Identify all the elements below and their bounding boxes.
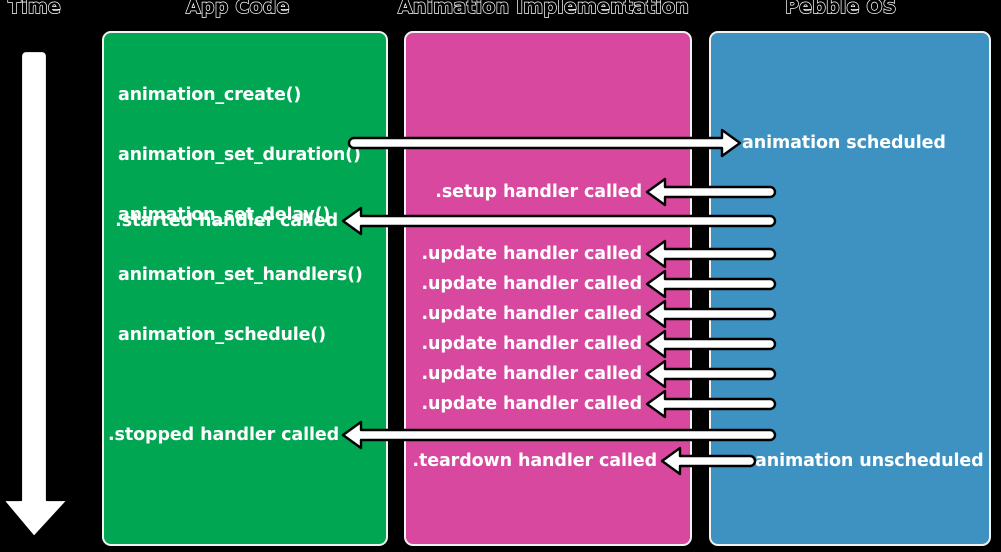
impl-callback-teardown: .teardown handler called [412,451,657,471]
api-call-animation-create: animation_create() [118,85,302,105]
column-heading-animation-implementation: Animation Implementation [397,0,690,19]
os-event-animation-scheduled: animation scheduled [742,133,946,153]
api-call-animation-schedule: animation_schedule() [118,325,326,345]
column-heading-time: Time [7,0,61,19]
impl-callback-update-1: .update handler called [421,244,642,264]
arrow-os-to-setup-handler [645,177,777,207]
impl-callback-update-2: .update handler called [421,274,642,294]
os-event-animation-unscheduled: animation unscheduled [755,451,984,471]
lane-animation-implementation [404,31,692,546]
app-code-callback-started: .started handler called [115,211,338,231]
impl-callback-update-3: .update handler called [421,304,642,324]
impl-callback-update-4: .update handler called [421,334,642,354]
arrow-os-to-stopped-handler [341,420,777,450]
arrow-os-to-update-handler-5 [645,359,777,389]
arrow-os-to-update-handler-1 [645,239,777,269]
arrow-animation-schedule-to-os [347,128,742,158]
impl-callback-update-6: .update handler called [421,394,642,414]
arrow-os-to-update-handler-2 [645,269,777,299]
api-call-animation-set-handlers: animation_set_handlers() [118,265,363,285]
time-axis-arrow-icon [1,49,70,539]
column-heading-app-code: App Code [185,0,290,19]
arrow-os-to-update-handler-6 [645,389,777,419]
impl-callback-setup: .setup handler called [435,182,642,202]
impl-callback-update-5: .update handler called [421,364,642,384]
arrow-os-to-started-handler [341,206,777,236]
arrow-os-to-update-handler-4 [645,329,777,359]
app-code-api-call-list: animation_create() animation_set_duratio… [118,45,363,385]
column-heading-pebble-os: Pebble OS [784,0,897,19]
lane-app-code [102,31,388,546]
api-call-animation-set-delay: animation_set_delay() [118,205,331,225]
api-call-animation-set-duration: animation_set_duration() [118,145,361,165]
app-code-callback-stopped: .stopped handler called [108,425,340,445]
arrow-os-to-update-handler-3 [645,299,777,329]
arrow-os-to-teardown-handler [660,446,757,476]
